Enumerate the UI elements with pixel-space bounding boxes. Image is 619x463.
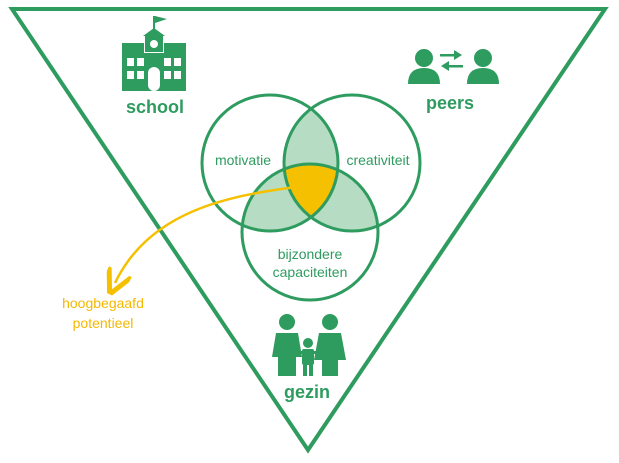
label-bijzondere: bijzondere	[278, 246, 343, 262]
label-peers: peers	[426, 93, 474, 113]
callout-line2: potentieel	[73, 315, 134, 331]
label-motivatie: motivatie	[215, 152, 271, 168]
peers-exchange-icon	[408, 49, 499, 84]
label-gezin: gezin	[284, 382, 330, 402]
label-school: school	[126, 97, 184, 117]
callout-arrow	[115, 184, 305, 283]
venn-circle-motivatie	[200, 93, 340, 233]
label-capaciteiten: capaciteiten	[273, 264, 348, 280]
venn-circle-capaciteiten	[240, 162, 380, 302]
venn-overlap-right-bottom	[284, 164, 378, 231]
label-creativiteit: creativiteit	[346, 152, 409, 168]
venn-circle-creativiteit	[282, 93, 422, 233]
callout-line1: hoogbegaafd	[62, 295, 144, 311]
venn-overlap-left-bottom	[242, 164, 338, 231]
school-building-details	[127, 40, 181, 91]
family-icon	[272, 314, 346, 376]
